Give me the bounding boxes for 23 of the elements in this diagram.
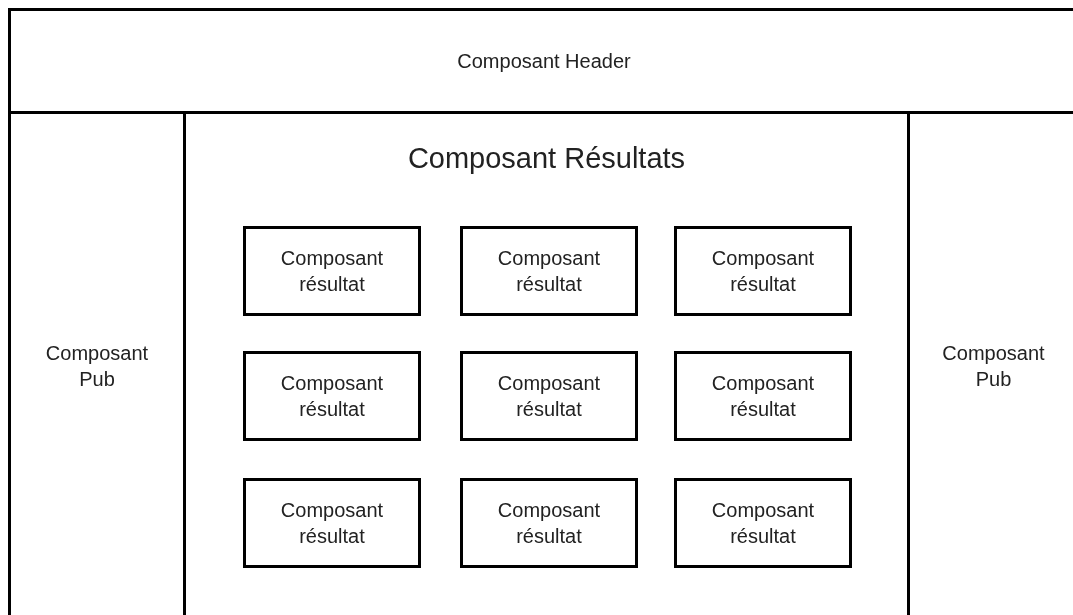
panel-label: Composant Pub [941, 341, 1046, 392]
result-card [460, 478, 638, 568]
panel-label: Composant résultat [279, 371, 385, 422]
panel-title: Composant Résultats [407, 142, 686, 175]
panel-label: Composant Header [457, 49, 631, 74]
panel-label: Composant résultat [496, 246, 602, 297]
result-card [243, 226, 421, 316]
result-card [674, 351, 852, 441]
result-card [674, 478, 852, 568]
result-card [243, 478, 421, 568]
panel-label: Composant résultat [496, 498, 602, 549]
result-card [460, 226, 638, 316]
panel-label: Composant résultat [279, 246, 385, 297]
panel-label: Composant Pub [44, 341, 150, 392]
panel-label: Composant résultat [279, 498, 385, 549]
result-card [674, 226, 852, 316]
result-card [243, 351, 421, 441]
panel-label: Composant résultat [496, 371, 602, 422]
panel-label: Composant résultat [710, 371, 816, 422]
header-panel [8, 8, 1073, 114]
panel-label: Composant résultat [710, 498, 816, 549]
result-card [460, 351, 638, 441]
panel-label: Composant résultat [710, 246, 816, 297]
